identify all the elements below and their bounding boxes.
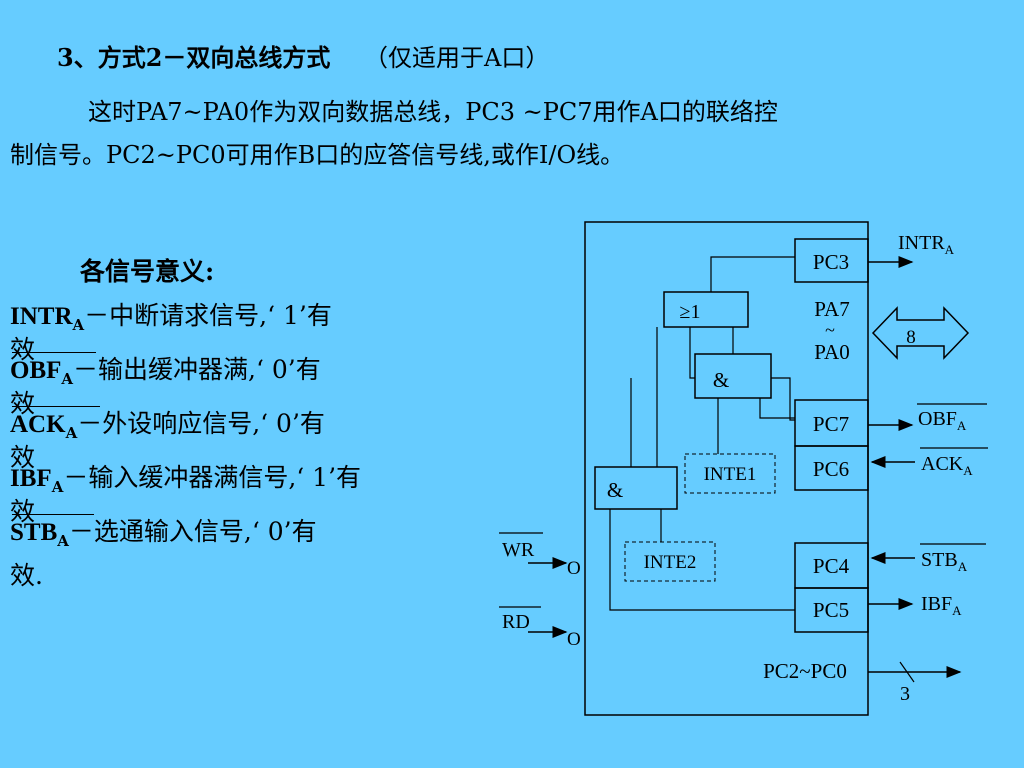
pin-pc2-pc0: PC2~PC0 bbox=[763, 659, 847, 683]
pin-pc5: PC5 bbox=[813, 598, 849, 622]
rd-label: RD bbox=[502, 611, 530, 633]
signal-ack-name: ACK bbox=[10, 411, 66, 438]
stb-label-sub: A bbox=[958, 559, 968, 574]
signal-ack-wrap: 效 bbox=[10, 443, 36, 472]
pin-pc6: PC6 bbox=[813, 457, 849, 481]
signal-ibf-name: IBF bbox=[10, 465, 52, 492]
or-gate-label: ≥1 bbox=[680, 301, 701, 323]
signal-stb: STBA－选通输入信号,‘ 0’有 bbox=[10, 518, 317, 555]
intr-label-sub: A bbox=[945, 242, 955, 257]
description-line-2: 制信号。PC2~PC0可用作B口的应答信号线,或作I/O线。 bbox=[10, 141, 625, 169]
wr-inverter: O bbox=[567, 558, 581, 579]
inte1-label: INTE1 bbox=[704, 464, 757, 485]
section-title-main: 3、方式2－双向总线方式 bbox=[57, 43, 331, 72]
pin-box-pc3 bbox=[794, 238, 869, 283]
signal-ack: ACKA－外设响应信号,‘ 0’有 bbox=[10, 410, 325, 447]
signal-ack-sub: A bbox=[65, 424, 78, 442]
and-gate-1-label: & bbox=[713, 368, 729, 392]
ibf-label-sub: A bbox=[952, 603, 962, 618]
bus-width-label: 8 bbox=[906, 327, 916, 348]
signal-intr-wrap: 效 bbox=[10, 335, 36, 364]
ibf-label: IBFA bbox=[921, 593, 962, 618]
signal-intr-name: INTR bbox=[10, 303, 73, 330]
obf-label-name: OBF bbox=[918, 408, 957, 430]
signal-stb-desc: －选通输入信号,‘ 0’有 bbox=[68, 517, 317, 546]
and-gate-2 bbox=[594, 466, 678, 510]
pin-tilde: ~ bbox=[825, 320, 835, 340]
intr-label-name: INTR bbox=[898, 232, 945, 254]
section-title-note: （仅适用于A口） bbox=[364, 44, 550, 72]
or-gate bbox=[663, 291, 749, 328]
pin-pc4: PC4 bbox=[813, 554, 850, 578]
pc-width-label: 3 bbox=[900, 683, 910, 705]
signal-intr-sub: A bbox=[72, 316, 85, 334]
stb-label-name: STB bbox=[921, 549, 958, 571]
ack-label-name: ACK bbox=[921, 453, 964, 475]
signal-ibf-desc: －输入缓冲器满信号,‘ 1’有 bbox=[63, 463, 362, 492]
stb-label: STBA bbox=[921, 549, 968, 574]
section-title: 3、方式2－双向总线方式 （仅适用于A口） bbox=[57, 38, 549, 73]
overbar-ack bbox=[12, 406, 100, 407]
signal-stb-sub: A bbox=[57, 532, 69, 550]
data-bus-arrow bbox=[871, 306, 970, 360]
pin-pa7: PA7 bbox=[814, 297, 849, 321]
signal-obf-name: OBF bbox=[10, 357, 62, 384]
pin-pa0: PA0 bbox=[814, 340, 849, 364]
inte2-label: INTE2 bbox=[644, 552, 697, 573]
overbar-stb bbox=[12, 514, 94, 515]
overbar-obf bbox=[12, 352, 96, 353]
ack-label-sub: A bbox=[963, 463, 973, 478]
signal-ibf-wrap: 效 bbox=[10, 497, 36, 526]
signal-obf-desc: －输出缓冲器满,‘ 0’有 bbox=[73, 355, 321, 384]
signal-ack-desc: －外设响应信号,‘ 0’有 bbox=[77, 409, 325, 438]
ack-label: ACKA bbox=[921, 453, 973, 478]
pin-box-pc6 bbox=[794, 445, 869, 491]
intr-label: INTRA bbox=[898, 232, 955, 257]
signal-stb-name: STB bbox=[10, 519, 58, 546]
pin-pc7: PC7 bbox=[813, 412, 849, 436]
signal-ibf: IBFA－输入缓冲器满信号,‘ 1’有 bbox=[10, 464, 361, 501]
inte2-flipflop bbox=[624, 541, 716, 582]
signal-obf: OBFA－输出缓冲器满,‘ 0’有 bbox=[10, 356, 321, 393]
signals-heading: 各信号意义: bbox=[80, 257, 215, 286]
signal-intr-desc: －中断请求信号,‘ 1’有 bbox=[84, 301, 332, 330]
pin-pc3: PC3 bbox=[813, 250, 849, 274]
description-line-1: 这时PA7~PA0作为双向数据总线，PC3 ~PC7用作A口的联络控 bbox=[88, 98, 778, 126]
internal-wiring bbox=[609, 256, 795, 611]
obf-label-sub: A bbox=[957, 418, 967, 433]
and-gate-2-label: & bbox=[607, 478, 623, 502]
inte1-flipflop bbox=[684, 453, 776, 494]
obf-label: OBFA bbox=[918, 408, 967, 433]
signal-obf-wrap: 效 bbox=[10, 389, 36, 418]
pc-bus-slash bbox=[899, 661, 915, 683]
signal-obf-sub: A bbox=[61, 370, 74, 388]
signal-ibf-sub: A bbox=[51, 478, 64, 496]
rd-inverter: O bbox=[567, 629, 581, 650]
signal-stb-wrap: 效. bbox=[10, 561, 43, 590]
and-gate-1 bbox=[694, 353, 772, 399]
wr-label: WR bbox=[502, 539, 535, 561]
signal-intr: INTRA－中断请求信号,‘ 1’有 bbox=[10, 302, 332, 339]
ibf-label-name: IBF bbox=[921, 593, 952, 615]
